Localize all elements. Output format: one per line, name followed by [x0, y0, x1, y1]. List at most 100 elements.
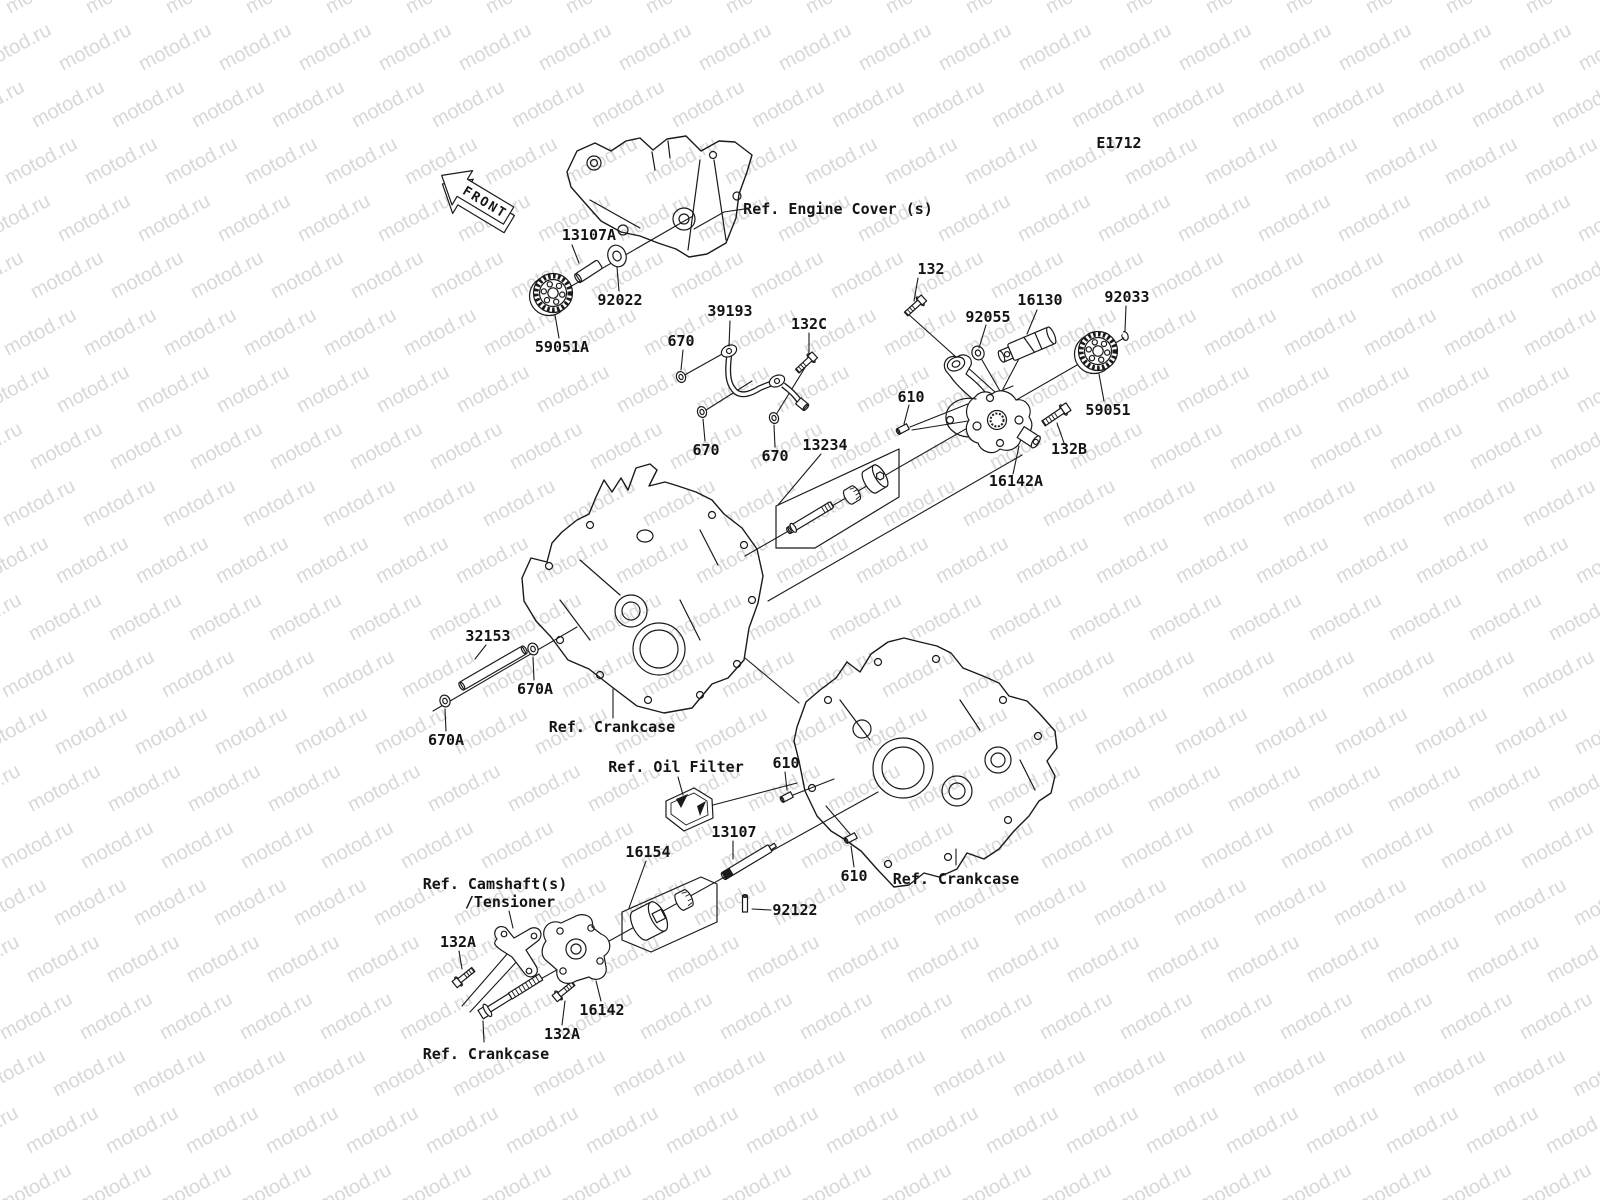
- watermark-text: motod.ru: [1278, 646, 1358, 702]
- watermark-text: motod.ru: [76, 988, 156, 1044]
- watermark-text: motod.ru: [1516, 988, 1596, 1044]
- watermark-text: motod.ru: [882, 0, 962, 18]
- watermark-text: motod.ru: [0, 418, 26, 474]
- watermark-text: motod.ru: [1330, 874, 1410, 930]
- watermark-text: motod.ru: [50, 874, 130, 930]
- watermark-text: motod.ru: [321, 133, 401, 189]
- watermark-text: motod.ru: [1169, 1045, 1249, 1101]
- watermark-text: motod.ru: [374, 190, 454, 246]
- watermark-text: motod.ru: [182, 1102, 262, 1158]
- part-label-132: 132: [917, 260, 944, 278]
- watermark-text: motod.ru: [881, 133, 961, 189]
- watermark-text: motod.ru: [1039, 475, 1119, 531]
- part-label-670a-1: 670A: [517, 680, 553, 698]
- watermark-text: motod.ru: [0, 1045, 49, 1101]
- watermark-text: motod.ru: [1228, 76, 1308, 132]
- watermark-text: motod.ru: [342, 1102, 422, 1158]
- watermark-text: motod.ru: [1, 133, 81, 189]
- watermark-text: motod.ru: [1148, 76, 1228, 132]
- watermark-text: motod.ru: [715, 1159, 795, 1200]
- watermark-text: motod.ru: [107, 247, 187, 303]
- watermark-text: motod.ru: [615, 19, 695, 75]
- watermark-text: motod.ru: [262, 1102, 342, 1158]
- watermark-text: motod.ru: [452, 532, 532, 588]
- watermark-text: motod.ru: [1254, 190, 1334, 246]
- watermark-text: motod.ru: [1198, 646, 1278, 702]
- watermark-text: motod.ru: [395, 1159, 475, 1200]
- watermark-text: motod.ru: [1142, 1102, 1222, 1158]
- crankcase-mid-drawing: [521, 463, 764, 714]
- watermark-text: motod.ru: [1201, 133, 1281, 189]
- watermark-text: motod.ru: [427, 247, 507, 303]
- part-label-16142a: 16142A: [989, 472, 1043, 490]
- watermark-text: motod.ru: [482, 0, 562, 18]
- leader-lines: [444, 208, 1127, 1043]
- part-label-92033: 92033: [1104, 288, 1149, 306]
- watermark-text: motod.ru: [774, 190, 854, 246]
- watermark-text: motod.ru: [1303, 931, 1383, 987]
- watermark-text: motod.ru: [1305, 589, 1385, 645]
- watermark-text: motod.ru: [397, 817, 477, 873]
- watermark-text: motod.ru: [2, 0, 82, 18]
- watermark-text: motod.ru: [956, 988, 1036, 1044]
- watermark-text: motod.ru: [1094, 190, 1174, 246]
- watermark-text: motod.ru: [160, 304, 240, 360]
- watermark-text: motod.ru: [210, 874, 290, 930]
- watermark-text: motod.ru: [426, 418, 506, 474]
- part-label-ref-oil-filter: Ref. Oil Filter: [608, 758, 743, 776]
- watermark-text: motod.ru: [1385, 589, 1465, 645]
- watermark-text: motod.ru: [51, 703, 131, 759]
- watermark-text: motod.ru: [237, 817, 317, 873]
- watermark-text: motod.ru: [1009, 1045, 1089, 1101]
- watermark-text: motod.ru: [1410, 874, 1490, 930]
- watermark-text: motod.ru: [108, 76, 188, 132]
- watermark-text: motod.ru: [508, 76, 588, 132]
- part-13107a-pin: [574, 259, 603, 284]
- watermark-text: motod.ru: [586, 418, 666, 474]
- watermark-text: motod.ru: [1572, 532, 1600, 588]
- watermark-text: motod.ru: [1199, 475, 1279, 531]
- watermark-text: motod.ru: [315, 1159, 395, 1200]
- watermark-text: motod.ru: [1307, 247, 1387, 303]
- watermark-text: motod.ru: [747, 247, 827, 303]
- watermark-text: motod.ru: [1547, 247, 1600, 303]
- part-label-e1712: E1712: [1096, 134, 1141, 152]
- watermark-text: motod.ru: [1172, 532, 1252, 588]
- watermark-text: motod.ru: [1412, 532, 1492, 588]
- watermark-text: motod.ru: [988, 76, 1068, 132]
- watermark-text: motod.ru: [215, 19, 295, 75]
- watermark-text: motod.ru: [1466, 418, 1546, 474]
- watermark-text: motod.ru: [235, 1159, 315, 1200]
- watermark-text: motod.ru: [1411, 703, 1491, 759]
- watermark-text: motod.ru: [722, 0, 802, 18]
- watermark-text: motod.ru: [1334, 190, 1414, 246]
- watermark-text: motod.ru: [1413, 361, 1493, 417]
- watermark-text: motod.ru: [1227, 247, 1307, 303]
- watermark-text: motod.ru: [1251, 703, 1331, 759]
- watermark-text: motod.ru: [290, 874, 370, 930]
- watermark-text: motod.ru: [1146, 418, 1226, 474]
- part-16142-pump-cover: [541, 914, 611, 984]
- watermark-text: motod.ru: [958, 646, 1038, 702]
- watermark-text: motod.ru: [0, 589, 25, 645]
- watermark-text: motod.ru: [49, 1045, 129, 1101]
- watermark-text: motod.ru: [802, 0, 882, 18]
- part-label-39193: 39193: [707, 302, 752, 320]
- watermark-text: motod.ru: [0, 76, 28, 132]
- part-label-132a-1: 132A: [440, 933, 476, 951]
- watermark-text: motod.ru: [1439, 475, 1519, 531]
- watermark-text: motod.ru: [1548, 76, 1600, 132]
- watermark-text: motod.ru: [422, 1102, 502, 1158]
- watermark-text: motod.ru: [1442, 0, 1522, 18]
- tensioner-bracket-drawing: [494, 926, 542, 978]
- watermark-text: motod.ru: [612, 532, 692, 588]
- watermark-text: motod.ru: [795, 1159, 875, 1200]
- watermark-text: motod.ru: [0, 532, 52, 588]
- watermark-text: motod.ru: [453, 361, 533, 417]
- part-label-ref-engine-cover: Ref. Engine Cover (s): [743, 200, 933, 218]
- watermark-text: motod.ru: [663, 931, 743, 987]
- watermark-text: motod.ru: [691, 703, 771, 759]
- watermark-text: motod.ru: [318, 646, 398, 702]
- watermark-text: motod.ru: [1357, 817, 1437, 873]
